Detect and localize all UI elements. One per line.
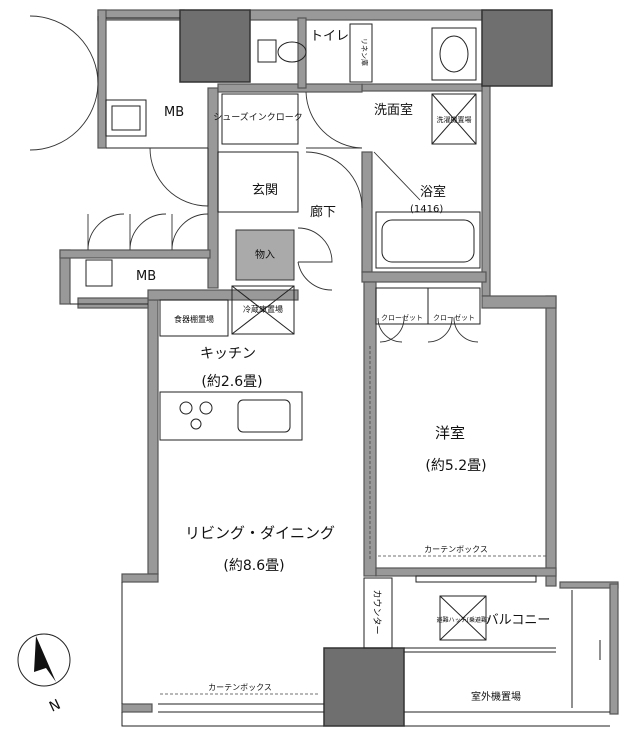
label-balcony: バルコニー bbox=[486, 613, 551, 628]
label-storage: 物入 bbox=[255, 248, 275, 261]
label-bath-size: (1416) bbox=[410, 204, 443, 215]
label-toilet: トイレ bbox=[310, 29, 349, 44]
label-western-size: (約5.2畳) bbox=[425, 458, 486, 474]
label-bath: 浴室 bbox=[420, 184, 446, 200]
label-kitchen-size: (約2.6畳) bbox=[201, 374, 262, 390]
label-washroom: 洗面室 bbox=[374, 102, 413, 118]
label-corridor: 廊下 bbox=[310, 204, 336, 220]
label-ac-unit-space: 室外機置場 bbox=[471, 690, 521, 703]
north-arrow: N bbox=[17, 633, 71, 716]
doors bbox=[29, 15, 537, 583]
label-mb-bottom: MB bbox=[136, 269, 156, 284]
label-curtain-box-room: カーテンボックス bbox=[424, 545, 488, 554]
compass-icon bbox=[34, 636, 56, 682]
label-kitchen: キッチン bbox=[200, 346, 256, 362]
label-fridge-space: 冷蔵庫置場 bbox=[243, 304, 283, 314]
walls bbox=[59, 9, 619, 715]
label-hatch: 避難ハッチ(乗避難) bbox=[437, 616, 490, 624]
label-living: リビング・ダイニング bbox=[185, 524, 335, 542]
room-labels: トイレ リネン庫 MB 洗面室 洗濯機置場 シューズインクローク 玄関 浴室 (… bbox=[136, 29, 550, 703]
label-genkan: 玄関 bbox=[252, 183, 278, 198]
outer-lines bbox=[70, 17, 610, 727]
pillars bbox=[179, 9, 553, 727]
label-north: N bbox=[47, 697, 63, 716]
label-curtain-box-living: カーテンボックス bbox=[208, 683, 272, 692]
label-closet-2: クローゼット bbox=[433, 313, 475, 322]
label-shoes-closet: シューズインクローク bbox=[213, 111, 303, 123]
label-counter: カウンター bbox=[371, 589, 382, 634]
label-mb-top: MB bbox=[164, 105, 184, 120]
label-western-room: 洋室 bbox=[435, 424, 465, 442]
fixtures bbox=[85, 23, 601, 708]
label-food-storage: 食器棚置場 bbox=[174, 314, 214, 324]
label-linen: リネン庫 bbox=[360, 38, 369, 66]
label-closet-1: クローゼット bbox=[381, 313, 423, 322]
label-washer-space: 洗濯機置場 bbox=[437, 115, 472, 124]
label-living-size: (約8.6畳) bbox=[223, 558, 284, 574]
